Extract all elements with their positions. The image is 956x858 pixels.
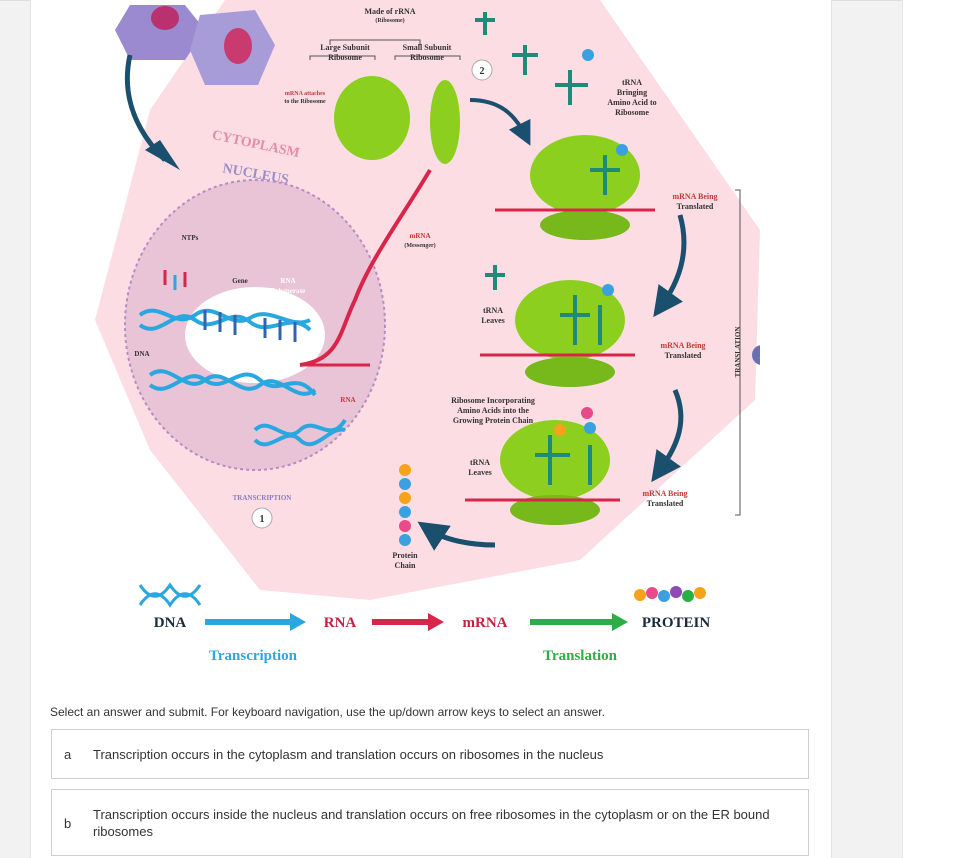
label-protein-chain: Protein — [392, 551, 418, 560]
label-trna-bringing-4: Ribosome — [615, 108, 649, 117]
flow-mrna: mRNA — [463, 615, 508, 631]
label-trna-leaves-1b: Leaves — [481, 316, 505, 325]
ntps-icons — [163, 270, 187, 290]
step-1: 1 — [260, 514, 265, 525]
option-letter-a: a — [64, 747, 72, 762]
small-subunit — [430, 80, 460, 164]
label-trna-leaves-2: tRNA — [470, 458, 490, 467]
answer-option-b[interactable]: b Transcription occurs inside the nucleu… — [51, 789, 809, 856]
right-side-panel — [902, 0, 956, 858]
flow-protein: PROTEIN — [642, 615, 711, 631]
label-rna-polymerase-2: Polymerase — [271, 287, 306, 295]
label-rna: RNA — [340, 396, 355, 404]
label-ribosome-incorp-3: Growing Protein Chain — [453, 416, 534, 425]
label-protein-chain-2: Chain — [395, 561, 416, 570]
label-ntps: NTPs — [182, 234, 199, 242]
label-mrna-messenger-2: (Messenger) — [404, 242, 435, 249]
ribosome-2 — [480, 280, 635, 387]
instruction-text: Select an answer and submit. For keyboar… — [50, 705, 605, 719]
flow-dna: DNA — [154, 615, 187, 631]
label-trna-bringing-3: Amino Acid to — [607, 98, 656, 107]
option-letter-b: b — [64, 816, 72, 831]
label-mrna-attaches-2: to the Ribosome — [284, 99, 326, 105]
label-ribosome-paren: (Ribosome) — [375, 17, 404, 24]
label-mrna-translated-1: mRNA Being — [672, 192, 717, 201]
answer-option-a[interactable]: a Transcription occurs in the cytoplasm … — [51, 729, 809, 779]
label-small-subunit-2: Ribosome — [410, 53, 444, 62]
arrow-to-translation — [469, 98, 531, 146]
label-ribosome-incorp-2: Amino Acids into the — [457, 406, 529, 415]
step-2: 2 — [480, 66, 485, 77]
label-mrna-translated-3: mRNA Being — [642, 489, 687, 498]
label-trna-leaves-1: tRNA — [483, 306, 503, 315]
protein-chain — [399, 464, 411, 546]
label-large-subunit-2: Ribosome — [328, 53, 362, 62]
label-ribosome-incorp: Ribosome Incorporating — [451, 396, 535, 405]
large-subunit — [334, 76, 410, 160]
ribosome-1 — [495, 135, 655, 240]
label-trna-bringing: tRNA — [622, 78, 642, 87]
label-mrna-attaches: mRNA attaches — [285, 91, 326, 97]
protein-flow-icon — [634, 586, 706, 602]
cell-icons — [115, 5, 275, 85]
label-made-of-rrna: Made of rRNA — [364, 7, 415, 16]
flow-rna: RNA — [324, 615, 357, 631]
label-mrna-translated-1b: Translated — [677, 202, 714, 211]
option-text-a: Transcription occurs in the cytoplasm an… — [93, 747, 604, 762]
mrna-strand — [299, 168, 432, 367]
dna-helix — [138, 308, 347, 447]
label-mrna-translated-3b: Translated — [647, 499, 684, 508]
label-dna: DNA — [134, 350, 149, 358]
label-trna-bringing-2: Bringing — [617, 88, 647, 97]
transcription-bubble — [185, 287, 325, 383]
protein-synthesis-figure: Made of rRNA (Ribosome) Large Subunit Ri… — [95, 0, 761, 664]
label-translation-caps: TRANSLATION — [734, 327, 742, 378]
flow-transcription: Transcription — [209, 648, 298, 664]
label-large-subunit: Large Subunit — [320, 43, 370, 52]
label-mrna-translated-2: mRNA Being — [660, 341, 705, 350]
trna-icons — [475, 12, 620, 485]
label-rna-polymerase: RNA — [280, 277, 295, 285]
label-mrna-translated-2b: Translated — [665, 351, 702, 360]
ribosome-3 — [465, 420, 620, 525]
label-small-subunit: Small Subunit — [403, 43, 452, 52]
flow-translation: Translation — [543, 648, 618, 664]
label-gene: Gene — [232, 277, 248, 285]
label-mrna-messenger: mRNA — [410, 232, 431, 240]
step-3: 3 — [760, 351, 761, 362]
option-text-b: Transcription occurs inside the nucleus … — [93, 807, 770, 839]
label-trna-leaves-2b: Leaves — [468, 468, 492, 477]
label-transcription-caps: TRANSCRIPTION — [233, 494, 292, 502]
dna-flow-icon — [138, 582, 202, 608]
